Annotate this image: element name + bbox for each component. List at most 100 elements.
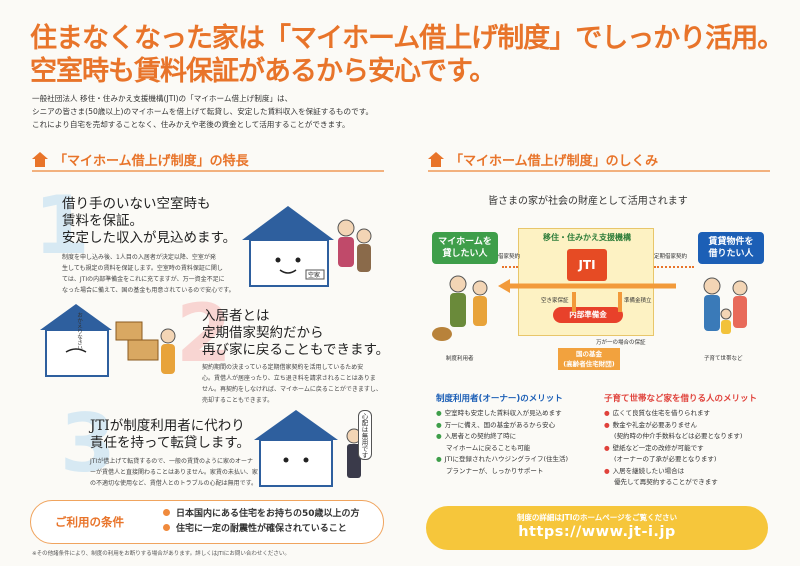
features-heading-text: 「マイホーム借上げ制度」の特長	[54, 154, 249, 169]
tenant-family-illustration	[703, 277, 748, 334]
feature-title-line: 再び家に戻ることもできます。	[202, 342, 390, 358]
house-with-businessman-illustration	[254, 410, 362, 487]
lease-arrow	[502, 266, 518, 268]
divider	[32, 170, 384, 172]
jti-logo: JTI	[567, 249, 607, 281]
intro-text: 一般社団法人 移住・住みかえ支援機構(JTI)の「マイホーム借上げ制度」は、 シ…	[32, 92, 373, 131]
intro-line: 一般社団法人 移住・住みかえ支援機構(JTI)の「マイホーム借上げ制度」は、	[32, 94, 293, 103]
fund-box-line: (高齢者住宅財団)	[563, 360, 615, 368]
merit-item-cont: (契約時の仲介手数料などは必要となります)	[614, 432, 743, 440]
feature-title-line: 賃料を保証。	[62, 213, 143, 229]
merit-item: 万一に備え、国の基金があるから安心	[436, 420, 568, 432]
feature-1-title: 借り手のいない空室時も 賃料を保証。 安定した収入が見込めます。	[62, 196, 236, 247]
merit-item-cont: (オーナーの了承が必要となります)	[614, 455, 717, 463]
divider	[428, 170, 770, 172]
feature-2-title: 入居者とは 定期借家契約だから 再び家に戻ることもできます。	[202, 308, 389, 359]
feature-3-title: JTIが制度利用者に代わり 責任を持って転貸します。	[90, 418, 250, 452]
feature-body-line: 契約期間の決まっている定期借家契約を活用しているため安	[202, 364, 364, 371]
tenant-caption: 子育て世帯など	[704, 356, 743, 362]
merit-item: 広くて良質な住宅を借りられます	[604, 408, 742, 420]
owner-merit-title: 制度利用者(オーナー)のメリット	[436, 394, 563, 404]
house-icon	[32, 152, 48, 167]
feature-body-line: 売却することもできます。	[202, 397, 274, 404]
feature-title-line: JTIが制度利用者に代わり	[90, 418, 245, 434]
speech-bubble: 心配は無用です	[358, 410, 372, 460]
intro-line: これにより自宅を売却することなく、住みかえや老後の資金として活用することができま…	[32, 120, 350, 129]
mechanism-heading: 「マイホーム借上げ制度」のしくみ	[428, 150, 658, 169]
website-label: 制度の詳細はJTIのホームページをご覧ください	[516, 513, 678, 522]
feature-number-2: 2	[176, 287, 232, 380]
owner-box-line: マイホームを	[438, 237, 492, 247]
website-banner[interactable]: 制度の詳細はJTIのホームページをご覧ください https://www.jt-i…	[426, 506, 768, 550]
condition-text: 住宅に一定の耐震性が確保されていること	[176, 524, 347, 534]
moving-boxes-house-illustration	[40, 304, 176, 377]
footnote: ※その他諸条件により、制度の利用をお断りする場合があります。詳しくはJTIにお問…	[32, 551, 290, 557]
merit-item-cont: マイホームに戻ることも可能	[446, 443, 531, 452]
feature-title-line: 入居者とは	[202, 308, 270, 324]
fixed-lease-arrow	[654, 266, 694, 268]
feature-2-body: 契約期間の決まっている定期借家契約を活用しているため安 心。賃借人が居座ったり、…	[202, 362, 382, 406]
merit-item: JTIに登録されたハウジングライフ(住生活)	[436, 454, 568, 466]
merit-item: 空室時も安定した賃料収入が見込めます	[436, 408, 568, 420]
house-icon	[428, 152, 444, 167]
merit-item: 敷金や礼金が必要ありません	[604, 420, 742, 432]
merit-item: 入居者との契約終了時に	[436, 431, 568, 443]
condition-text: 日本国内にある住宅をお持ちの50歳以上の方	[176, 509, 360, 519]
feature-number-3: 3	[60, 397, 116, 490]
feature-3-body: JTIが借上げて転貸するので、一般の賃貸のように家のオーナ ーが賃借人と直接関わ…	[90, 456, 258, 489]
feature-body-line: JTIが借上げて転貸するので、一般の賃貸のように家のオーナ	[90, 458, 253, 465]
feature-body-line: ては、JTIの内部準備金をこれに充てますが、万一資金不足に	[62, 276, 225, 283]
owner-family-illustration	[432, 275, 488, 341]
welcome-bubble: おかえりなさい	[76, 312, 82, 351]
merit-item: 入居を継続したい場合は	[604, 466, 742, 478]
website-url-link[interactable]: https://www.jt-i.jp	[518, 524, 676, 540]
mechanism-caption: 皆さまの家が社会の財産として活用されます	[488, 196, 688, 207]
conditions-box: ご利用の条件 日本国内にある住宅をお持ちの50歳以上の方 住宅に一定の耐震性が確…	[30, 500, 384, 544]
feature-body-line: せん。再契約をしなければ、マイホームに戻ることができますし、	[202, 386, 382, 393]
intro-line: シニアの皆さま(50歳以上)のマイホームを借上げて転貸し、安定した賃料収入を保証…	[32, 107, 374, 116]
feature-1-body: 制度を申し込み後、1人目の入居者が決定以降、空室が発 生しても規定の賃料を保証し…	[62, 252, 235, 296]
emergency-label: 万が一の場合の保証	[596, 340, 646, 346]
fund-box-line: 国の基金	[576, 350, 602, 358]
feature-body-line: 生しても規定の賃料を保証します。空室時の賃料保証に関し	[62, 265, 223, 272]
merit-item-cont: 優先して再契約することができます	[614, 478, 718, 486]
bullet-icon	[163, 509, 170, 516]
feature-body-line: 制度を申し込み後、1人目の入居者が決定以降、空室が発	[62, 254, 216, 261]
owner-merit-list: 空室時も安定した賃料収入が見込めます 万一に備え、国の基金があるから安心 入居者…	[436, 408, 568, 477]
tenant-merit-list: 広くて良質な住宅を借りられます 敷金や礼金が必要ありません (契約時の仲介手数料…	[604, 408, 743, 489]
flow-arrows	[498, 279, 676, 312]
headline-line-2: 空室時も賃料保証があるから安心です。	[30, 56, 496, 87]
condition-item: 住宅に一定の耐震性が確保されていること	[163, 522, 360, 537]
owner-caption: 制度利用者	[446, 356, 474, 362]
reserve-fund-label: 準備金積立	[624, 298, 652, 304]
tenant-box-line: 借りたい人	[708, 249, 754, 259]
house-with-elderly-couple-illustration: 空家	[242, 206, 372, 287]
jti-organization-box: 移住・住みかえ支援機構 JTI 内部準備金	[518, 228, 654, 336]
condition-item: 日本国内にある住宅をお持ちの50歳以上の方	[163, 507, 360, 522]
lease-label: 借家契約	[498, 254, 521, 260]
mechanism-heading-text: 「マイホーム借上げ制度」のしくみ	[450, 154, 659, 169]
tenant-box: 賃貸物件を 借りたい人	[698, 232, 764, 264]
sign-text: 空家	[308, 271, 320, 279]
features-heading: 「マイホーム借上げ制度」の特長	[32, 150, 249, 169]
bullet-icon	[163, 524, 170, 531]
conditions-title: ご利用の条件	[55, 515, 124, 529]
national-fund-box: 国の基金 (高齢者住宅財団)	[558, 348, 620, 370]
feature-title-line: 安定した収入が見込めます。	[62, 230, 237, 246]
tenant-merit-title: 子育て世帯など家を借りる人のメリット	[604, 394, 758, 404]
rent-guarantee-label: 空き家保証	[541, 298, 569, 304]
headline: 住まなくなった家は「マイホーム借上げ制度」でしっかり活用。 空室時も賃料保証があ…	[30, 22, 784, 88]
fixed-lease-label: 定期借家契約	[654, 254, 688, 260]
feature-body-line: ーが賃借人と直接関わることはありません。家賃の未払い、家	[90, 469, 258, 476]
feature-body-line: なった場合に備えて、国の基金も用意されているので安心です。	[62, 287, 235, 294]
owner-box: マイホームを 貸したい人	[432, 232, 498, 264]
feature-title-line: 責任を持って転貸します。	[90, 435, 250, 451]
tenant-box-line: 賃貸物件を	[708, 237, 754, 247]
conditions-list: 日本国内にある住宅をお持ちの50歳以上の方 住宅に一定の耐震性が確保されているこ…	[163, 507, 360, 537]
org-name: 移住・住みかえ支援機構	[543, 233, 631, 242]
feature-body-line: 心。賃借人が居座ったり、立ち退き料を請求されることはありま	[202, 375, 376, 382]
internal-reserve: 内部準備金	[553, 307, 623, 323]
feature-title-line: 借り手のいない空室時も	[62, 196, 211, 212]
feature-title-line: 定期借家契約だから	[202, 325, 324, 341]
owner-box-line: 貸したい人	[442, 249, 488, 259]
